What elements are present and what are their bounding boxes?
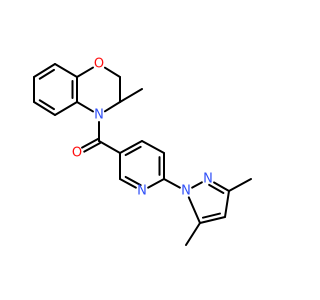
- single-bond: [33, 101, 56, 116]
- double-bond-inner: [38, 99, 56, 111]
- carbonyl-double-bond: [83, 142, 102, 153]
- single-bond: [119, 178, 137, 189]
- pyrazole-n1-label: N: [181, 184, 191, 199]
- single-bond: [119, 140, 143, 154]
- pyridine-nitrogen-label: N: [137, 184, 147, 199]
- single-bond: [141, 140, 165, 154]
- single-bond: [103, 66, 121, 78]
- single-bond: [33, 63, 56, 78]
- single-bond: [147, 178, 165, 189]
- carbonyl-oxygen-label: O: [72, 146, 82, 161]
- carbonyl-double-bond: [81, 137, 99, 149]
- single-bond: [185, 222, 201, 246]
- ring-oxygen-label: O: [94, 57, 104, 72]
- single-bond: [98, 140, 121, 154]
- single-bond: [76, 101, 94, 113]
- single-bond: [76, 66, 94, 78]
- double-bond-inner: [124, 175, 142, 187]
- single-bond: [191, 181, 203, 189]
- single-bond: [54, 101, 78, 116]
- single-bond: [224, 190, 230, 218]
- double-bond-inner: [201, 212, 221, 219]
- double-bond-inner: [124, 145, 142, 157]
- single-bond: [103, 101, 121, 113]
- pyrazole-n2-label: N: [203, 172, 213, 187]
- bond-layer: [33, 63, 252, 246]
- single-bond: [163, 178, 181, 189]
- single-bond: [199, 216, 226, 224]
- single-bond: [54, 63, 78, 78]
- single-bond: [228, 178, 252, 192]
- single-bond: [187, 196, 201, 224]
- double-bond-inner: [38, 68, 56, 80]
- single-bond: [119, 88, 143, 103]
- single-bond: [213, 181, 230, 192]
- double-bond-inner: [208, 183, 225, 194]
- oxazine-nitrogen-label: N: [94, 108, 104, 123]
